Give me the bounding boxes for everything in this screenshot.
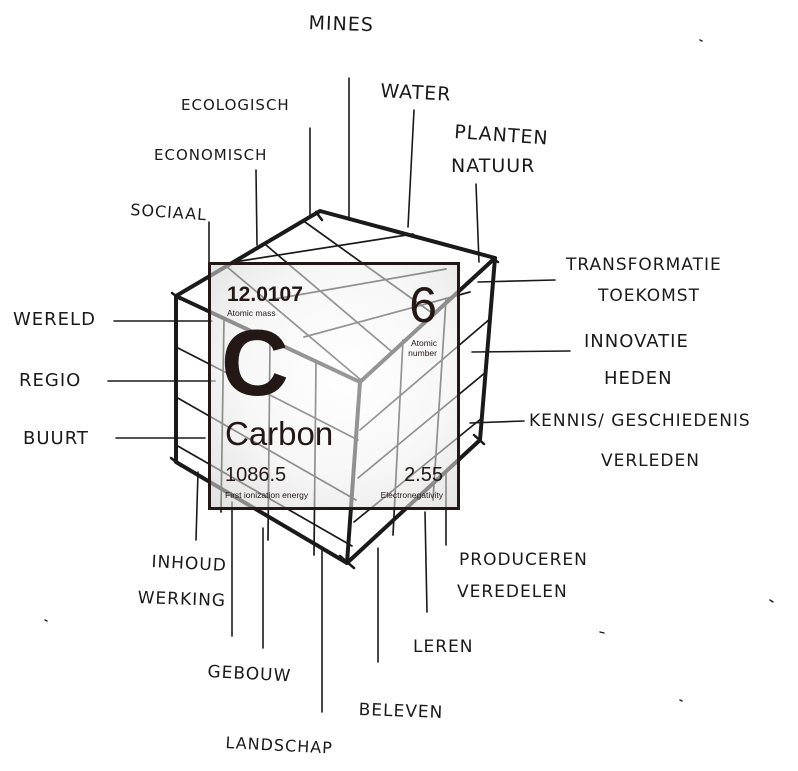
- label-mines: MINES: [308, 12, 374, 36]
- label-regio: REGIO: [19, 370, 81, 391]
- atomic-number: 6: [409, 277, 437, 333]
- label-produceren: PRODUCEREN: [459, 550, 588, 570]
- label-innovatie: INNOVATIE: [584, 331, 689, 352]
- label-heden: HEDEN: [604, 368, 673, 389]
- label-veredelen: VEREDELEN: [457, 582, 568, 602]
- label-verleden: VERLEDEN: [601, 451, 700, 471]
- electronegativity-label: Electronegativity: [381, 490, 443, 500]
- atomic-number-label-line1: Atomic: [411, 338, 437, 348]
- element-symbol: C: [221, 315, 289, 411]
- label-natuur: NATUUR: [451, 155, 535, 177]
- element-name: Carbon: [225, 415, 333, 453]
- label-inhoud: INHOUD: [151, 552, 227, 576]
- ionization-energy: 1086.5: [225, 464, 286, 487]
- label-toekomst: TOEKOMST: [598, 286, 700, 306]
- label-beleven: BELEVEN: [358, 700, 443, 723]
- label-wereld: WERELD: [13, 309, 96, 330]
- label-transformatie: TRANSFORMATIE: [566, 255, 722, 275]
- label-kennis-geschiedenis: KENNIS/ GESCHIEDENIS: [529, 411, 751, 431]
- label-leren: LEREN: [413, 637, 473, 657]
- electronegativity: 2.55: [404, 464, 443, 487]
- label-water: WATER: [380, 80, 452, 106]
- atomic-number-label-line2: number: [408, 348, 437, 358]
- atomic-mass: 12.0107: [227, 283, 303, 307]
- label-buurt: BUURT: [23, 428, 89, 449]
- label-ecologisch: ECOLOGISCH: [181, 96, 290, 114]
- ionization-energy-label: First ionization energy: [225, 490, 308, 500]
- label-werking: WERKING: [137, 588, 226, 611]
- carbon-element-tile: 12.0107 Atomic mass 6 Atomic number C Ca…: [208, 262, 460, 510]
- label-economisch: ECONOMISCH: [154, 146, 267, 164]
